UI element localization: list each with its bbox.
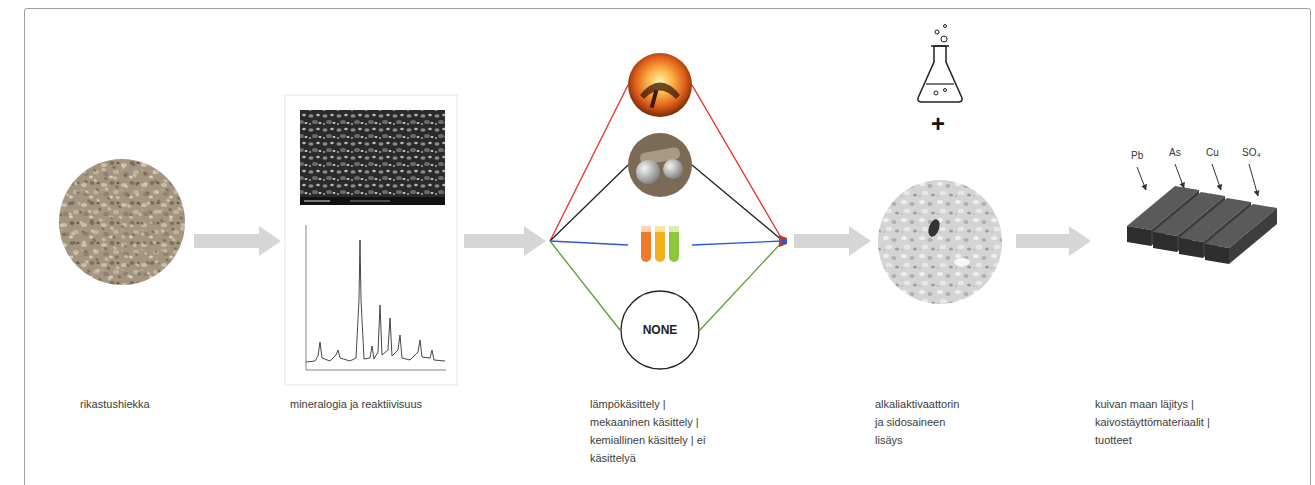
mechanical-line [692, 165, 783, 241]
mill-ball [636, 160, 660, 184]
option-label: NONE [643, 321, 678, 339]
option-circle: NONE [620, 290, 700, 370]
chemical-line [692, 241, 783, 245]
flask-bubble [934, 91, 938, 95]
process-stage: alkaliaktivaattorin ja sidosaineen lisäy… [875, 40, 1012, 453]
process-stage: kuivan maan läjitys | kaivostäyttömateri… [1095, 140, 1300, 453]
process-stage: mineralogia ja reaktiivisuus [285, 90, 460, 417]
test-tube [669, 226, 679, 262]
mechanical-line [550, 165, 628, 241]
bar-side [1229, 208, 1277, 264]
flask-bubble [944, 89, 947, 92]
chemical-line [550, 241, 628, 245]
element-symbol: As [1169, 147, 1181, 159]
leaching-arrow [1137, 167, 1146, 190]
test-tube [641, 226, 651, 262]
mill-icon [628, 133, 692, 197]
none-line [550, 241, 620, 330]
sem-info-mark [350, 201, 390, 202]
flow-arrow [194, 226, 281, 256]
flask-liquid [926, 83, 954, 84]
merge-marker [781, 239, 787, 244]
element-symbol: Pb [1131, 150, 1143, 162]
flask-outline [918, 46, 962, 102]
stage-caption: lämpökäsittely | mekaaninen käsittely | … [590, 395, 712, 467]
furnace-shape [640, 83, 680, 100]
leaching-arrow [1249, 164, 1258, 196]
stage-caption: kuivan maan läjitys | kaivostäyttömateri… [1095, 395, 1220, 449]
element-symbol: SO₄ [1242, 147, 1261, 159]
stage-caption: rikastushiekka [80, 395, 185, 413]
thermal-line [550, 85, 628, 241]
xrd-axis [306, 370, 446, 371]
tube-top [655, 226, 665, 232]
flask-bubble [935, 30, 939, 34]
thermal-icon [628, 53, 692, 117]
powder-crack [926, 218, 942, 238]
furnace-shape [650, 90, 659, 108]
sand-circle [59, 159, 185, 285]
thermal-line [692, 85, 783, 241]
figure-frame [25, 9, 1311, 485]
mill-photo [628, 133, 692, 197]
powder-grain [954, 258, 970, 266]
specimen-bars [1127, 186, 1277, 264]
mill-ball [663, 159, 683, 179]
panel-card [285, 95, 457, 385]
none-line [700, 241, 783, 330]
bar-end [1205, 244, 1229, 264]
process-stage: rikastushiekka [55, 150, 190, 417]
flow-arrow [464, 226, 546, 256]
sem-scale-bar [304, 201, 330, 202]
bar-end [1153, 232, 1177, 252]
process-stage: lämpökäsittely | mekaaninen käsittely | … [550, 40, 790, 471]
leaching-arrow [1212, 164, 1221, 190]
xrd-spectrum [306, 240, 445, 362]
flask-rim [931, 45, 949, 47]
flow-arrow [1016, 226, 1091, 256]
flask-icon [918, 25, 962, 103]
tube-top [641, 226, 651, 232]
plus-sign: + [931, 110, 945, 138]
flask-bubble [944, 25, 947, 28]
stage-caption: mineralogia ja reaktiivisuus [290, 395, 455, 413]
test-tube [655, 226, 665, 262]
element-symbol: Cu [1206, 147, 1219, 159]
sem-info-bar [300, 197, 445, 205]
flask-bubble [941, 36, 947, 42]
flow-arrow [794, 226, 871, 256]
stage-caption: alkaliaktivaattorin ja sidosaineen lisäy… [875, 395, 967, 449]
merge-marker [779, 235, 787, 247]
sand-circle [59, 159, 185, 285]
furnace-glow [628, 53, 692, 117]
powder-circle [878, 180, 1002, 304]
mineralogy-panel [285, 95, 457, 385]
sem-image [300, 110, 445, 205]
xrd-axis [306, 225, 307, 370]
bar-end [1127, 226, 1151, 246]
leaching-arrows [1137, 164, 1258, 196]
circle-outline [621, 291, 699, 369]
test-tubes-icon [641, 226, 679, 262]
tube-top [669, 226, 679, 232]
leaching-arrow [1175, 164, 1184, 188]
binder-photo [878, 180, 1002, 304]
bar-end [1179, 238, 1203, 258]
tailings-photo [59, 159, 185, 285]
